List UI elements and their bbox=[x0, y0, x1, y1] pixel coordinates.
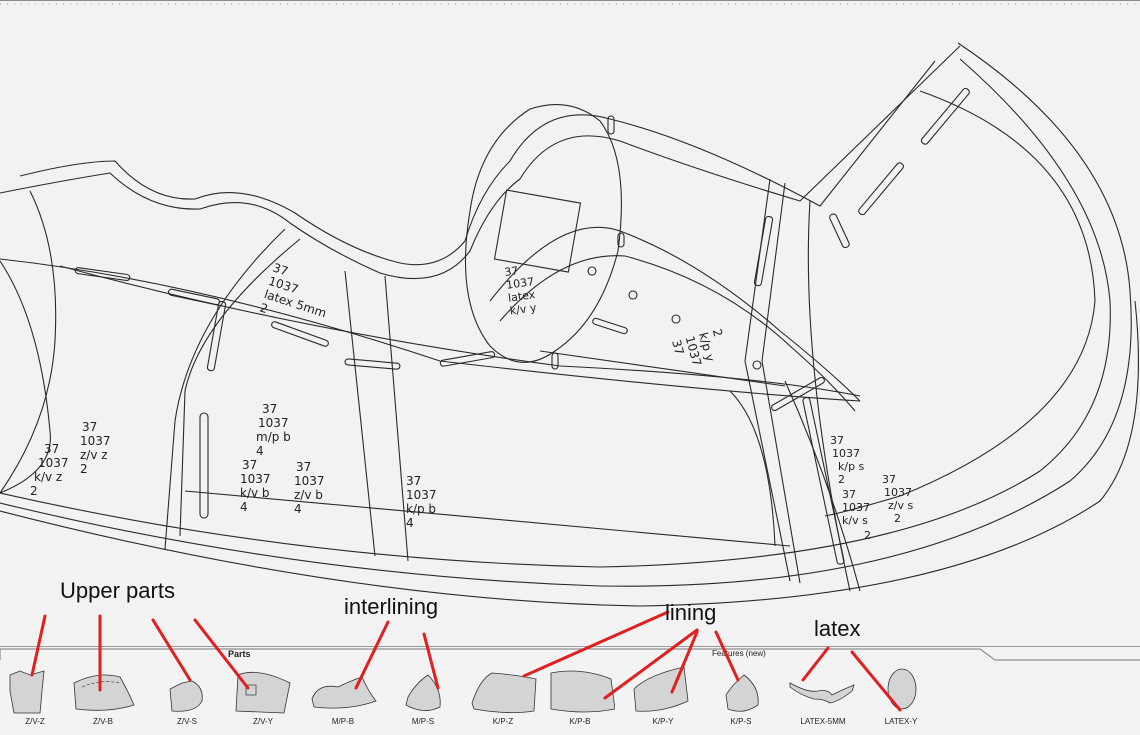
svg-text:4: 4 bbox=[294, 502, 302, 516]
annotation-latex: latex bbox=[814, 616, 861, 641]
part-label: Z/V-B bbox=[92, 717, 113, 726]
part-thumb-mps[interactable]: M/P-S bbox=[388, 661, 458, 735]
svg-text:k/v s: k/v s bbox=[842, 514, 868, 527]
oval-piece bbox=[464, 104, 622, 363]
part-thumb-kpz[interactable]: K/P-Z bbox=[468, 661, 538, 735]
svg-text:4: 4 bbox=[256, 444, 264, 458]
svg-text:1037: 1037 bbox=[294, 474, 325, 488]
svg-text:k/p b: k/p b bbox=[406, 502, 436, 516]
label-latex-top: 37 1037 latex 5mm 2 bbox=[258, 261, 328, 321]
parts-panel: Parts Features (new) Z/V-Z Z/V-B Z/V-S Z… bbox=[0, 646, 1140, 735]
label-right-kvs: 37 1037 k/v s 2 bbox=[842, 488, 871, 542]
svg-text:k/v y: k/v y bbox=[509, 301, 538, 318]
pattern-drawing bbox=[0, 3, 1140, 607]
label-left-zvz: 37 1037 z/v z 2 bbox=[80, 420, 111, 476]
part-label: K/P-B bbox=[569, 717, 591, 726]
svg-text:37: 37 bbox=[842, 488, 856, 501]
svg-text:z/v z: z/v z bbox=[80, 448, 108, 462]
svg-text:1037: 1037 bbox=[406, 488, 437, 502]
svg-text:2: 2 bbox=[258, 300, 270, 316]
svg-text:37: 37 bbox=[82, 420, 97, 434]
tab-outline bbox=[0, 648, 1140, 661]
svg-text:latex: latex bbox=[507, 288, 536, 305]
svg-text:1037: 1037 bbox=[80, 434, 111, 448]
panel-tabs: Parts Features (new) bbox=[0, 647, 1140, 661]
part-thumb-zvy[interactable]: Z/V-Y bbox=[228, 661, 298, 735]
part-thumb-latex-5mm[interactable]: LATEX-5MM bbox=[788, 661, 858, 735]
part-thumb-zvz[interactable]: Z/V-Z bbox=[0, 661, 70, 735]
svg-text:37: 37 bbox=[504, 264, 520, 279]
part-label: K/P-Y bbox=[652, 717, 674, 726]
tab-parts[interactable]: Parts bbox=[228, 649, 251, 659]
svg-text:1037: 1037 bbox=[240, 472, 271, 486]
label-right-zvs: 37 1037 z/v s 2 bbox=[882, 473, 913, 525]
part-label: K/P-Z bbox=[492, 717, 514, 726]
svg-text:2: 2 bbox=[80, 462, 88, 476]
svg-text:1037: 1037 bbox=[258, 416, 289, 430]
svg-text:z/v s: z/v s bbox=[888, 499, 913, 512]
pattern-canvas[interactable]: 37 1037 latex 5mm 2 37 1037 m/p b 4 37 1… bbox=[0, 0, 1140, 646]
svg-text:m/p b: m/p b bbox=[256, 430, 291, 444]
label-center-zvb: 37 1037 z/v b 4 bbox=[294, 460, 325, 516]
part-thumb-latex-y[interactable]: LATEX-Y bbox=[866, 661, 936, 735]
svg-text:2: 2 bbox=[30, 484, 38, 498]
tab-features[interactable]: Features (new) bbox=[712, 649, 766, 658]
svg-text:1037: 1037 bbox=[884, 486, 912, 499]
svg-text:37: 37 bbox=[296, 460, 311, 474]
svg-text:z/v b: z/v b bbox=[294, 488, 323, 502]
part-label: Z/V-Z bbox=[25, 717, 45, 726]
label-center-kvb: 37 1037 k/v b 4 bbox=[240, 458, 271, 514]
part-thumb-zvs[interactable]: Z/V-S bbox=[152, 661, 222, 735]
part-thumb-kpy[interactable]: K/P-Y bbox=[628, 661, 698, 735]
svg-text:k/v b: k/v b bbox=[240, 486, 270, 500]
svg-text:2: 2 bbox=[894, 512, 901, 525]
svg-text:4: 4 bbox=[240, 500, 248, 514]
svg-text:37: 37 bbox=[406, 474, 421, 488]
part-thumb-kpb[interactable]: K/P-B bbox=[545, 661, 615, 735]
svg-text:37: 37 bbox=[882, 473, 896, 486]
part-label: Z/V-S bbox=[176, 717, 197, 726]
svg-text:2: 2 bbox=[864, 529, 871, 542]
svg-text:2: 2 bbox=[838, 473, 845, 486]
svg-text:37: 37 bbox=[271, 261, 290, 279]
label-latex-y: 37 1037 latex k/v y bbox=[504, 264, 538, 318]
part-thumb-zvb[interactable]: Z/V-B bbox=[68, 661, 138, 735]
part-label: M/P-B bbox=[331, 717, 355, 726]
svg-text:37: 37 bbox=[242, 458, 257, 472]
svg-text:37: 37 bbox=[44, 442, 59, 456]
svg-text:37: 37 bbox=[262, 402, 277, 416]
part-label: M/P-S bbox=[411, 717, 435, 726]
part-label: Z/V-Y bbox=[252, 717, 273, 726]
svg-text:1037: 1037 bbox=[842, 501, 870, 514]
svg-text:4: 4 bbox=[406, 516, 414, 530]
outline-bottom-inner bbox=[0, 42, 1132, 587]
label-right-kps: 37 1037 k/p s 2 bbox=[830, 434, 865, 486]
part-thumb-mpb[interactable]: M/P-B bbox=[308, 661, 378, 735]
piece-labels: 37 1037 latex 5mm 2 37 1037 m/p b 4 37 1… bbox=[30, 261, 913, 542]
svg-text:1037: 1037 bbox=[832, 447, 860, 460]
svg-text:37: 37 bbox=[669, 338, 686, 356]
svg-text:1037: 1037 bbox=[38, 456, 69, 470]
annotation-interlining: interlining bbox=[344, 594, 439, 619]
label-center-mpb: 37 1037 m/p b 4 bbox=[256, 402, 291, 458]
part-label: LATEX-Y bbox=[884, 717, 918, 726]
annotation-lining: lining bbox=[665, 600, 717, 625]
svg-text:37: 37 bbox=[830, 434, 844, 447]
label-kpb: 37 1037 k/p b 4 bbox=[406, 474, 437, 530]
outline-top bbox=[0, 45, 961, 280]
outline-bottom bbox=[0, 58, 1111, 568]
svg-text:k/p s: k/p s bbox=[838, 460, 865, 473]
annotation-upper-parts: Upper parts bbox=[60, 578, 175, 603]
part-thumb-kps[interactable]: K/P-S bbox=[706, 661, 776, 735]
svg-text:1037: 1037 bbox=[505, 275, 535, 292]
svg-text:k/v z: k/v z bbox=[34, 470, 62, 484]
label-left-kvz: 37 1037 k/v z 2 bbox=[30, 442, 69, 498]
part-label: LATEX-5MM bbox=[800, 717, 846, 726]
part-label: K/P-S bbox=[730, 717, 752, 726]
label-kpy: 37 1037 k/p y 2 bbox=[669, 327, 726, 367]
svg-text:2: 2 bbox=[710, 327, 726, 338]
